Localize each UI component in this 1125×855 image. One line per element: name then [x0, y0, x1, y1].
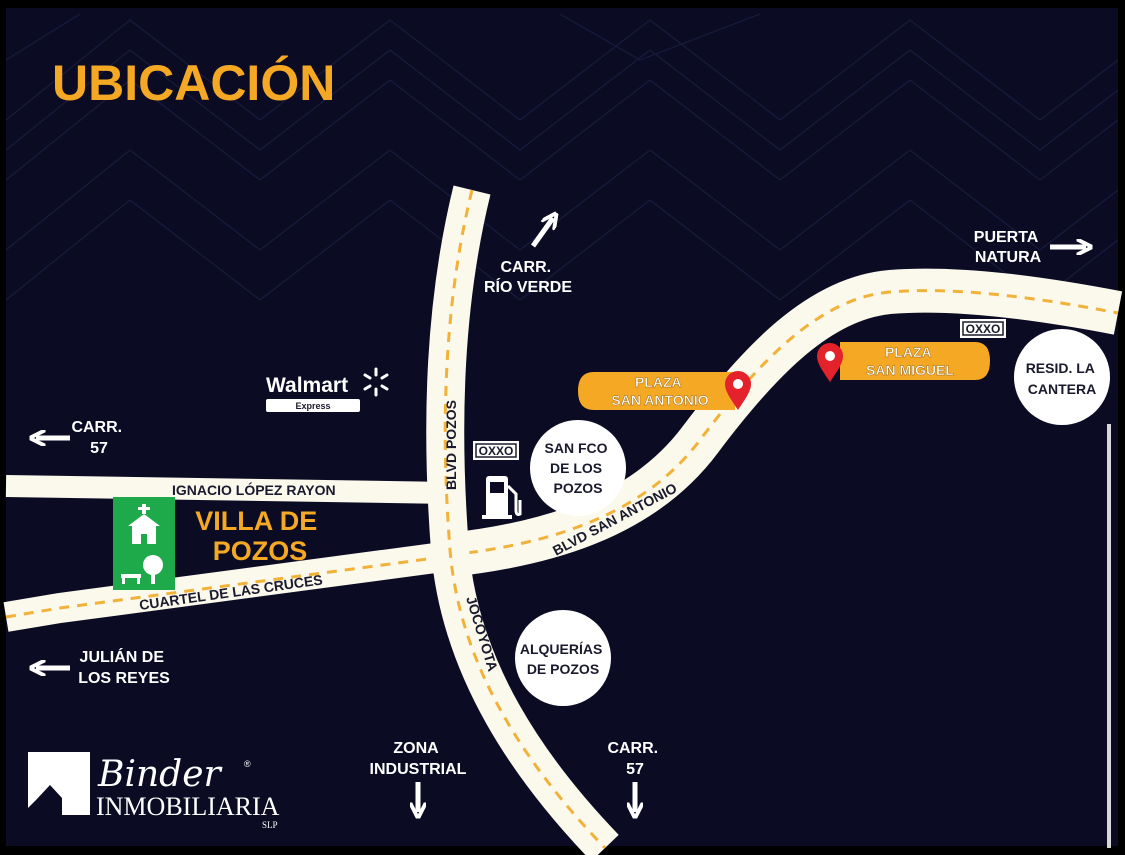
svg-text:PLAZA SAN ANTONIO: PLAZA SAN ANTONIO: [611, 374, 708, 408]
svg-text:SAN FCO DE LOS POZ: SAN FCO DE LOS POZOS: [545, 440, 612, 496]
svg-text:ZONA INDUSTRIAL: ZONA INDUSTRIAL: [370, 740, 467, 778]
svg-text:RESID. LA CANTERA: RESID. LA CANTERA: [1026, 360, 1099, 397]
road-label-blvd-pozos: BLVD POZOS: [443, 400, 459, 490]
villa-de-pozos-label: VILLA DE POZOS: [195, 506, 325, 566]
oxxo-badge-1: OXXO: [473, 441, 519, 460]
arrow-northeast-icon: [530, 218, 553, 248]
svg-text:OXXO: OXXO: [479, 444, 514, 458]
gas-pump-icon: [482, 476, 522, 519]
logo-name: INMOBILIARIA: [96, 792, 280, 821]
svg-text:PUERTA NATURA: PUERTA NATURA: [974, 229, 1042, 266]
arrow-carr-57-south: CARR. 57: [607, 740, 662, 812]
logo-brand: Binder: [97, 754, 223, 795]
logo-house-mark: [28, 752, 90, 815]
place-alquerias-de-pozos: ALQUERÍAS DE POZOS: [515, 610, 611, 706]
arrow-carr-57-west: CARR. 57: [36, 419, 126, 457]
place-san-fco-de-los-pozos: SAN FCO DE LOS POZOS: [530, 420, 626, 516]
plaza-san-antonio-marker: PLAZA SAN ANTONIO: [578, 371, 751, 410]
logo-trademark: ®: [244, 759, 251, 769]
walmart-express-logo: Walmart Express: [266, 367, 389, 412]
svg-text:JULIÁN DE LOS REYES: JULIÁN DE LOS REYES: [78, 647, 170, 687]
park-bench-tree-icon: [121, 555, 163, 584]
logo-suffix: SLP: [262, 820, 278, 830]
road-ignacio-lopez-rayon: [5, 475, 451, 504]
arrow-carr-rio-verde: CARR. RÍO VERDE: [484, 218, 572, 296]
road-label-ignacio-lopez-rayon: IGNACIO LÓPEZ RAYON: [172, 481, 336, 498]
church-icon: [128, 504, 160, 544]
page-title: UBICACIÓN: [52, 55, 335, 111]
svg-text:CARR. 57: CARR. 57: [607, 740, 662, 778]
arrow-zona-industrial: ZONA INDUSTRIAL: [370, 740, 467, 812]
map-pin-icon: [817, 343, 843, 382]
place-resid-la-cantera: RESID. LA CANTERA: [1014, 329, 1110, 425]
arrow-puerta-natura: PUERTA NATURA: [974, 229, 1086, 266]
walmart-spark-icon: [363, 367, 389, 397]
walmart-sub: Express: [295, 401, 330, 411]
walmart-name: Walmart: [266, 374, 348, 397]
road-network: [3, 185, 1123, 855]
villa-de-pozos-park: [113, 497, 175, 590]
plaza-san-miguel-marker: PLAZA SAN MIGUEL: [817, 342, 990, 382]
background-pattern: [5, 13, 1119, 301]
svg-text:CARR. 57: CARR. 57: [71, 419, 126, 457]
svg-text:CARR. RÍO VERDE: CARR. RÍO VERDE: [484, 259, 572, 296]
arrow-julian-de-los-reyes: JULIÁN DE LOS REYES: [36, 647, 170, 687]
scrollbar-track[interactable]: [1107, 424, 1111, 848]
oxxo-badge-2: OXXO: [960, 319, 1006, 338]
svg-text:PLAZA SAN MIGUEL: PLAZA SAN MIGUEL: [866, 344, 954, 378]
svg-text:ALQUERÍAS DE POZOS: ALQUERÍAS DE POZOS: [520, 641, 606, 677]
binder-inmobiliaria-logo: Binder ® INMOBILIARIA SLP: [28, 752, 280, 830]
map-pin-icon: [725, 371, 751, 410]
svg-text:OXXO: OXXO: [966, 322, 1001, 336]
